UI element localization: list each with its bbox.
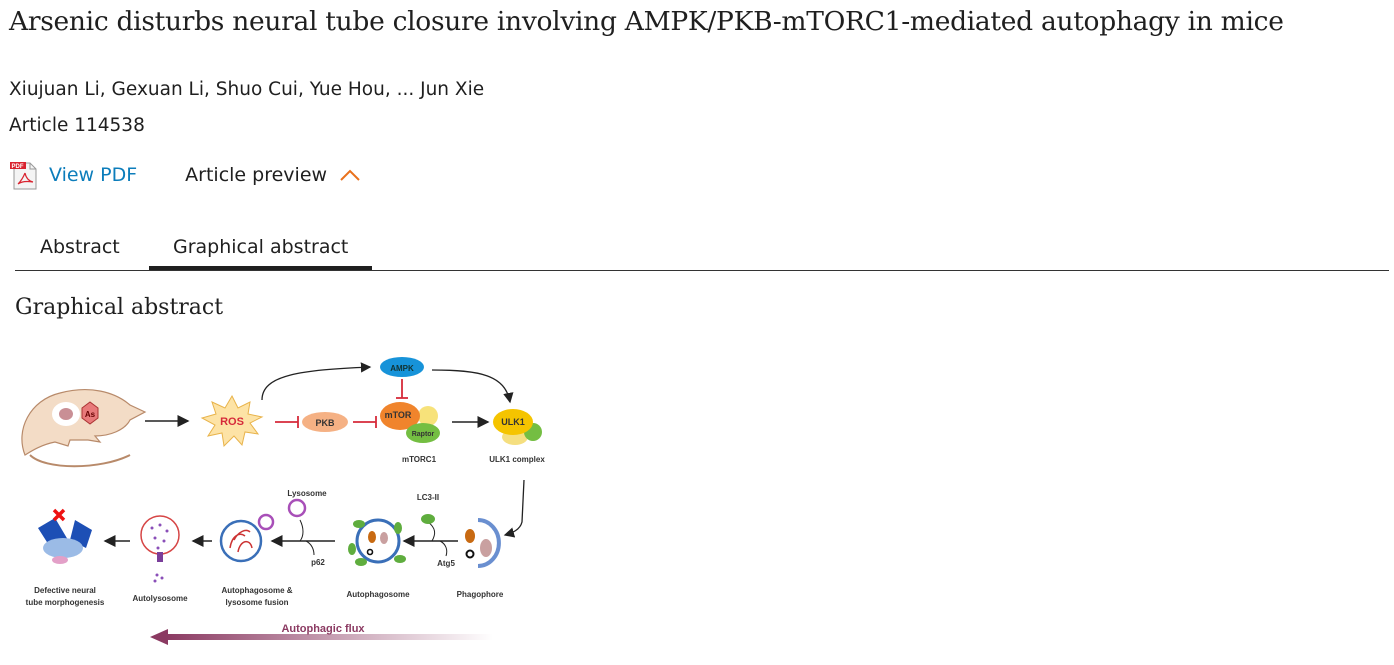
svg-text:tube morphogenesis: tube morphogenesis (26, 598, 105, 607)
neural-tube-illustration (38, 508, 92, 564)
svg-text:ULK1: ULK1 (501, 417, 525, 427)
svg-text:Defective neural: Defective neural (34, 586, 96, 595)
abstract-tabs: Abstract Graphical abstract (15, 228, 1389, 271)
view-pdf-link[interactable]: PDF View PDF (9, 160, 137, 190)
svg-text:AMPK: AMPK (390, 364, 414, 373)
article-authors: Xiujuan Li, Gexuan Li, Shuo Cui, Yue Hou… (9, 79, 485, 100)
svg-text:mTORC1: mTORC1 (402, 455, 437, 464)
view-pdf-label: View PDF (49, 164, 138, 186)
svg-text:Autophagosome &: Autophagosome & (221, 586, 292, 595)
svg-text:Atg5: Atg5 (437, 559, 455, 568)
svg-text:PDF: PDF (12, 164, 24, 170)
article-title[interactable]: Arsenic disturbs neural tube closure inv… (9, 6, 1284, 37)
svg-text:Autophagosome: Autophagosome (346, 590, 410, 599)
svg-text:Raptor: Raptor (412, 431, 435, 438)
article-actions: PDF View PDF Article preview (9, 160, 361, 190)
mouse-illustration: As (21, 389, 147, 468)
svg-text:Phagophore: Phagophore (457, 590, 504, 599)
article-preview-label: Article preview (185, 164, 328, 186)
svg-text:p62: p62 (311, 558, 325, 567)
article-number: Article 114538 (9, 115, 145, 136)
graphical-abstract-figure: As ROS PKB AMPK mTOR Raptor mTORC1 ULK1 … (21, 357, 545, 645)
section-heading: Graphical abstract (15, 295, 224, 320)
svg-text:ROS: ROS (220, 416, 244, 428)
tab-abstract[interactable]: Abstract (40, 236, 120, 258)
svg-text:LC3-II: LC3-II (417, 493, 439, 502)
svg-text:PKB: PKB (315, 418, 335, 428)
article-preview-toggle[interactable]: Article preview (185, 164, 361, 186)
chevron-up-icon (340, 169, 360, 181)
svg-text:As: As (85, 410, 96, 419)
svg-text:Lysosome: Lysosome (287, 489, 327, 498)
tab-graphical-abstract[interactable]: Graphical abstract (149, 228, 373, 270)
svg-text:mTOR: mTOR (385, 410, 412, 420)
pdf-file-icon: PDF (10, 162, 37, 190)
svg-text:lysosome fusion: lysosome fusion (225, 598, 288, 607)
svg-text:ULK1 complex: ULK1 complex (489, 455, 545, 464)
svg-text:Autolysosome: Autolysosome (132, 594, 188, 603)
ros-burst (200, 394, 264, 448)
svg-text:Autophagic flux: Autophagic flux (281, 623, 365, 635)
